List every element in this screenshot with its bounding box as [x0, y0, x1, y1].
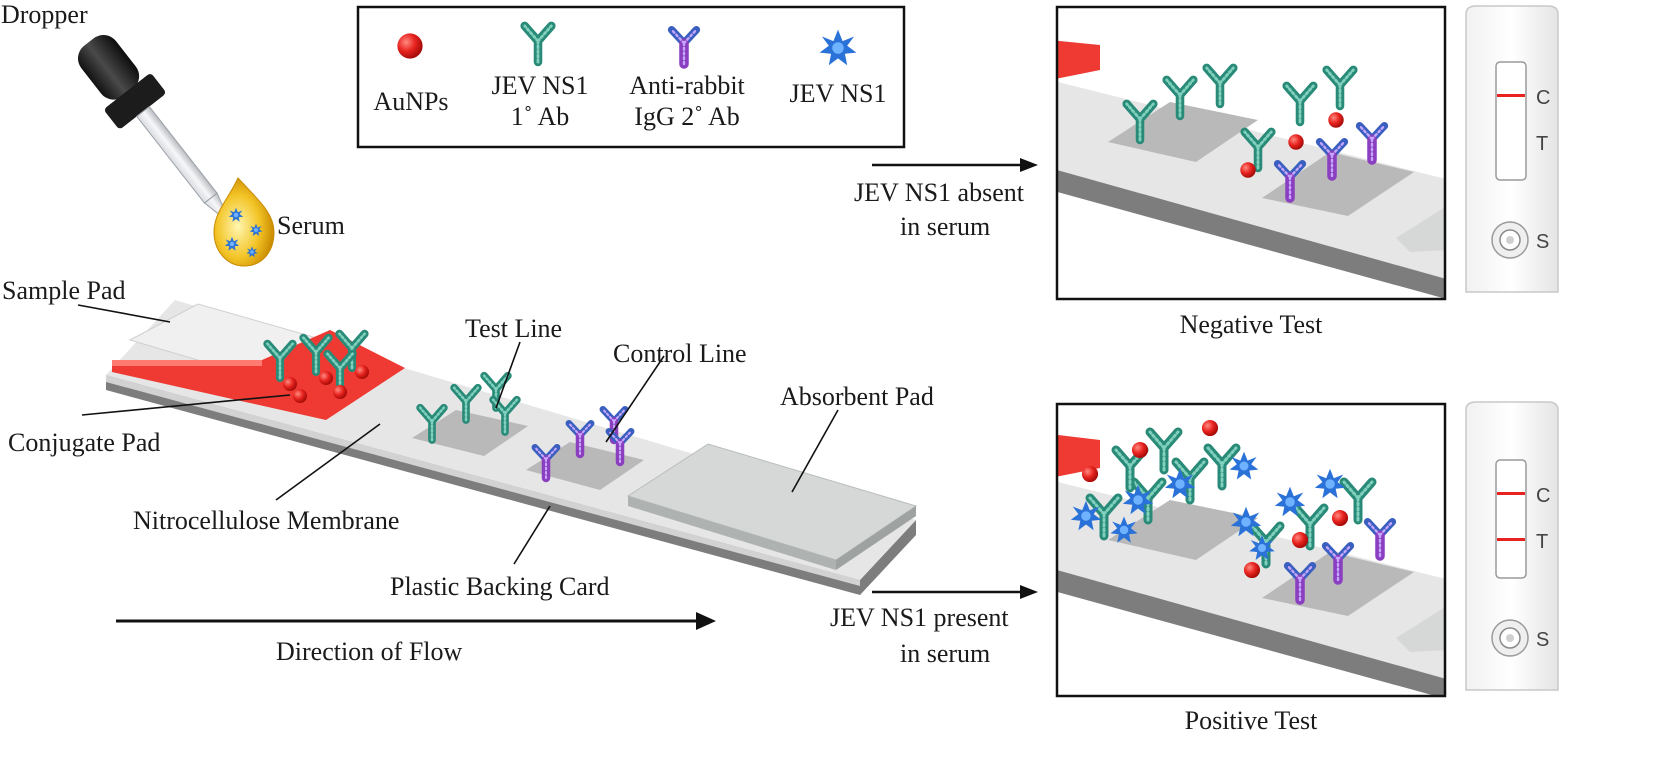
- legend-label-aunps: AuNPs: [373, 87, 449, 116]
- negative-control-band: [1497, 94, 1525, 97]
- negative-result-window: [1495, 61, 1527, 181]
- negative-condition-line1: JEV NS1 absent: [854, 178, 1024, 207]
- positive-control-band: [1497, 492, 1525, 495]
- nitrocellulose-membrane-label: Nitrocellulose Membrane: [133, 506, 400, 535]
- dropper-pipette: [136, 105, 218, 204]
- positive-s-label: S: [1536, 629, 1549, 651]
- test-line-label: Test Line: [465, 314, 563, 343]
- dropper-bulb: [77, 35, 140, 100]
- positive-condition-line1: JEV NS1 present: [830, 603, 1009, 632]
- positive-test-panel: [1055, 402, 1447, 698]
- legend-box: [356, 5, 906, 149]
- positive-cassette: C T S: [1465, 401, 1559, 691]
- leader-lines: [77, 304, 839, 565]
- control-line-label: Control Line: [613, 339, 747, 368]
- conjugate-pad: [112, 330, 405, 420]
- positive-result-window: [1495, 459, 1527, 579]
- negative-t-label: T: [1536, 133, 1548, 155]
- negative-c-label: C: [1536, 87, 1550, 109]
- negative-cassette: C T S: [1465, 5, 1559, 293]
- legend-label-primary-antibody: JEV NS1 1˚ Ab: [491, 71, 589, 131]
- negative-test-caption: Negative Test: [1179, 310, 1323, 339]
- gold-nanoparticle-icon: [397, 33, 423, 59]
- legend-label-secondary-antibody: Anti-rabbit IgG 2˚ Ab: [629, 71, 745, 131]
- positive-t-label: T: [1536, 531, 1548, 553]
- test-line: [412, 410, 528, 456]
- absorbent-pad-label: Absorbent Pad: [780, 382, 934, 411]
- lateral-flow-strip: [106, 300, 918, 595]
- direction-of-flow-label: Direction of Flow: [276, 637, 463, 666]
- serum-label: Serum: [277, 211, 345, 240]
- negative-test-panel: [1055, 5, 1447, 301]
- flow-arrow: [116, 612, 716, 630]
- dropper-illustration: [77, 35, 228, 219]
- positive-condition-line2: in serum: [900, 639, 991, 668]
- legend-label-ns1-antigen: JEV NS1: [789, 79, 887, 108]
- dropper-label: Dropper: [1, 0, 88, 29]
- sample-pad-label: Sample Pad: [2, 276, 126, 305]
- conjugate-pad-label: Conjugate Pad: [8, 428, 161, 457]
- positive-c-label: C: [1536, 485, 1550, 507]
- positive-test-caption: Positive Test: [1184, 706, 1318, 735]
- negative-s-label: S: [1536, 231, 1549, 253]
- positive-test-band: [1497, 538, 1525, 541]
- negative-condition-line2: in serum: [900, 212, 991, 241]
- serum-drop: [213, 177, 275, 267]
- plastic-backing-card-label: Plastic Backing Card: [390, 572, 610, 601]
- negative-result-arrow: [872, 158, 1038, 172]
- positive-result-arrow: [872, 585, 1038, 599]
- dropper-cap: [104, 74, 166, 129]
